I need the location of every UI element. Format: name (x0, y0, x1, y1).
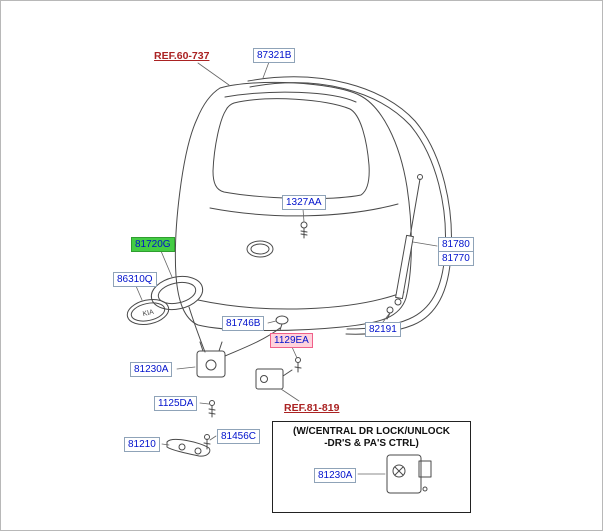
actuator-body (255, 368, 284, 390)
part-label-81780[interactable]: 81780 (438, 237, 474, 252)
actuator-lever (282, 369, 293, 377)
tailgate-window-opening (212, 98, 370, 200)
note-latch-actuator (418, 460, 432, 478)
leader-1327aa (302, 208, 305, 223)
leader-handle (267, 320, 277, 324)
note-line-1: (W/CENTRAL DR LOCK/UNLOCK (292, 426, 451, 437)
part-label-81720g[interactable]: 81720G (131, 237, 175, 252)
leader-1125da (199, 402, 210, 405)
ball-stud-shaft (386, 312, 391, 320)
grommet-1327aa (300, 221, 308, 229)
grommet-thread-2 (300, 233, 308, 236)
part-label-81210[interactable]: 81210 (124, 437, 160, 452)
kia-emblem-text: KIA (142, 309, 155, 318)
bolt-1129ea-thread (294, 366, 302, 369)
handle-switch-stem (279, 323, 283, 331)
part-label-81230a[interactable]: 81230A (130, 362, 173, 377)
screw-1125da-head (209, 400, 215, 406)
tailgate-lower-contour (197, 291, 405, 310)
leader-weatherstrip (262, 61, 270, 79)
part-label-81456c[interactable]: 81456C (217, 429, 261, 444)
actuator-motor (260, 375, 268, 383)
screw-1125da-thread-2 (208, 412, 216, 415)
part-label-1125da[interactable]: 1125DA (154, 396, 198, 411)
note-box: (W/CENTRAL DR LOCK/UNLOCK -DR'S & PA'S C… (272, 421, 471, 513)
screw-81456c-thread (203, 442, 211, 445)
latch-cable (188, 306, 206, 353)
leader-1129ea (291, 346, 298, 359)
part-label-81770[interactable]: 81770 (438, 251, 474, 266)
license-lamp-housing (166, 439, 211, 457)
lock-rod (224, 327, 281, 357)
leader-garnish (160, 250, 173, 278)
leader-ref-top (197, 62, 230, 86)
tailgate-top-contour (224, 91, 357, 103)
latch-striker-hole (205, 359, 217, 371)
lifter-cylinder (395, 234, 414, 300)
note-latch-body (386, 454, 422, 494)
lifter-rod (409, 178, 421, 238)
leader-lamp (161, 443, 170, 446)
ref-label-81-819[interactable]: REF.81-819 (284, 402, 340, 414)
grommet-thread-1 (300, 230, 308, 233)
part-label-87321b[interactable]: 87321B (253, 48, 296, 63)
weatherstrip-inner (249, 82, 446, 330)
leader-emblem (135, 285, 143, 301)
screw-1125da-thread-1 (208, 408, 216, 411)
weatherstrip-outer (247, 76, 452, 335)
handle-switch (275, 315, 289, 325)
note-latch-screw (422, 486, 428, 492)
latch-body (196, 350, 226, 378)
ball-stud (386, 306, 394, 314)
note-line-2: -DR'S & PA'S CTRL) (324, 438, 419, 449)
latch-tab-right (218, 341, 223, 352)
note-latch-hole (392, 464, 406, 478)
kia-emblem: KIA (126, 298, 170, 326)
lifter-bottom-ball (394, 298, 402, 306)
part-label-86310q[interactable]: 86310Q (113, 272, 157, 287)
latch-tab-left (199, 341, 204, 352)
part-label-1129ea[interactable]: 1129EA (270, 333, 313, 348)
license-lamp-lens-2 (194, 447, 202, 455)
part-label-81230a-variant[interactable]: 81230A (314, 468, 357, 483)
bolt-1129ea-head (295, 357, 301, 363)
leader-81456c (209, 435, 217, 441)
leader-lines (135, 61, 438, 475)
part-label-82191[interactable]: 82191 (365, 322, 401, 337)
tailgate-emblem-mount (246, 240, 274, 258)
part-label-1327aa[interactable]: 1327AA (282, 195, 326, 210)
tailgate-emblem-mount-inner (250, 243, 270, 255)
leader-latch (176, 366, 196, 370)
tailgate-mid-contour (209, 203, 399, 217)
note-latch-cross-2 (394, 466, 404, 476)
part-label-81746b[interactable]: 81746B (222, 316, 265, 331)
leader-ref-actuator (280, 388, 300, 402)
leader-lifter (412, 241, 438, 247)
license-lamp-lens-1 (178, 443, 186, 451)
ref-label-60-737[interactable]: REF.60-737 (154, 50, 210, 62)
leader-stud (382, 313, 390, 323)
garnish-ring (150, 275, 204, 311)
tailgate-outline (174, 81, 412, 332)
